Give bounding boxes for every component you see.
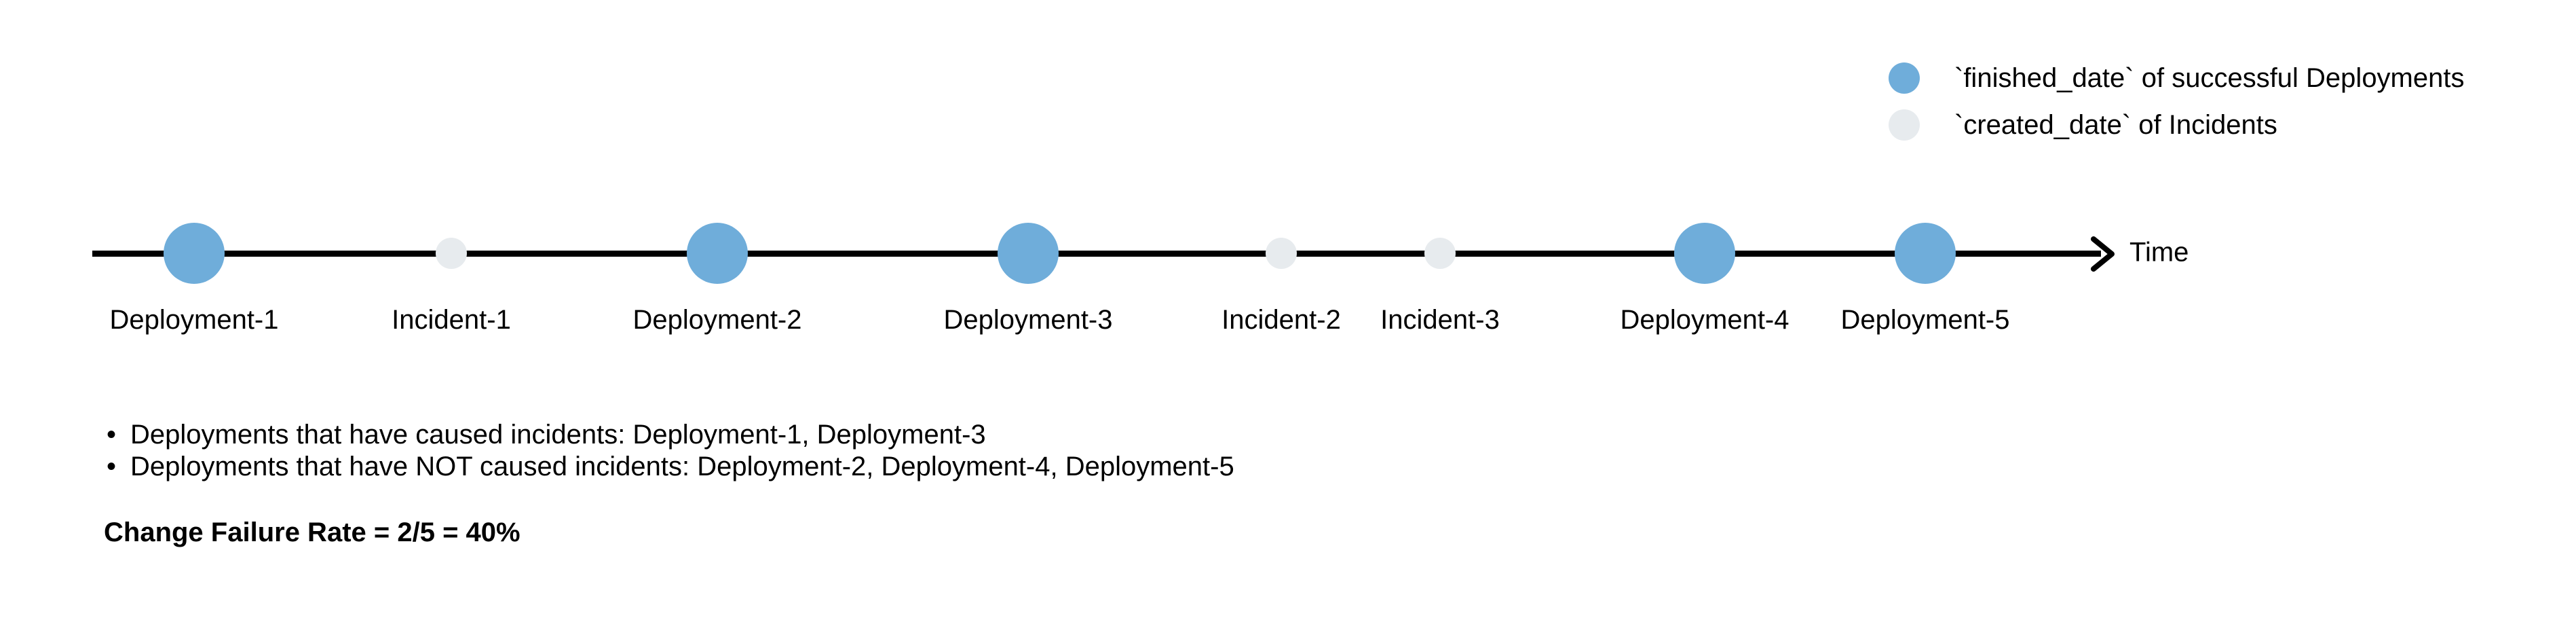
- timeline-label: Incident-2: [1221, 305, 1341, 335]
- timeline-label: Deployment-1: [109, 305, 279, 335]
- legend-item-deployments: `finished_date` of successful Deployment…: [1889, 62, 2464, 94]
- legend-label-incidents: `created_date` of Incidents: [1954, 110, 2277, 140]
- deployment-dot-icon: [1889, 62, 1920, 94]
- timeline-label: Deployment-5: [1840, 305, 2010, 335]
- timeline-label: Deployment-2: [632, 305, 802, 335]
- timeline-label: Incident-1: [392, 305, 511, 335]
- time-axis-arrow-icon: [2091, 236, 2115, 272]
- incident-dot: [436, 238, 467, 269]
- deployment-dot: [687, 223, 748, 284]
- time-axis-line: [92, 251, 2101, 257]
- timeline-label: Deployment-4: [1620, 305, 1789, 335]
- time-axis-label: Time: [2129, 237, 2189, 268]
- legend-item-incidents: `created_date` of Incidents: [1889, 109, 2464, 141]
- incident-dot: [1424, 238, 1456, 269]
- incident-dot: [1266, 238, 1297, 269]
- bullet-caused-incidents: Deployments that have caused incidents: …: [104, 419, 1234, 451]
- deployment-dot: [1674, 223, 1735, 284]
- incident-dot-icon: [1889, 109, 1920, 141]
- timeline-label: Incident-3: [1380, 305, 1500, 335]
- deployment-dot: [164, 223, 225, 284]
- legend: `finished_date` of successful Deployment…: [1889, 62, 2464, 156]
- deployment-dot: [1895, 223, 1956, 284]
- legend-label-deployments: `finished_date` of successful Deployment…: [1954, 63, 2465, 93]
- timeline-label: Deployment-3: [943, 305, 1113, 335]
- bullet-not-caused-incidents: Deployments that have NOT caused inciden…: [104, 451, 1234, 483]
- deployment-dot: [998, 223, 1059, 284]
- notes-list: Deployments that have caused incidents: …: [104, 419, 1234, 483]
- change-failure-rate-result: Change Failure Rate = 2/5 = 40%: [104, 517, 520, 547]
